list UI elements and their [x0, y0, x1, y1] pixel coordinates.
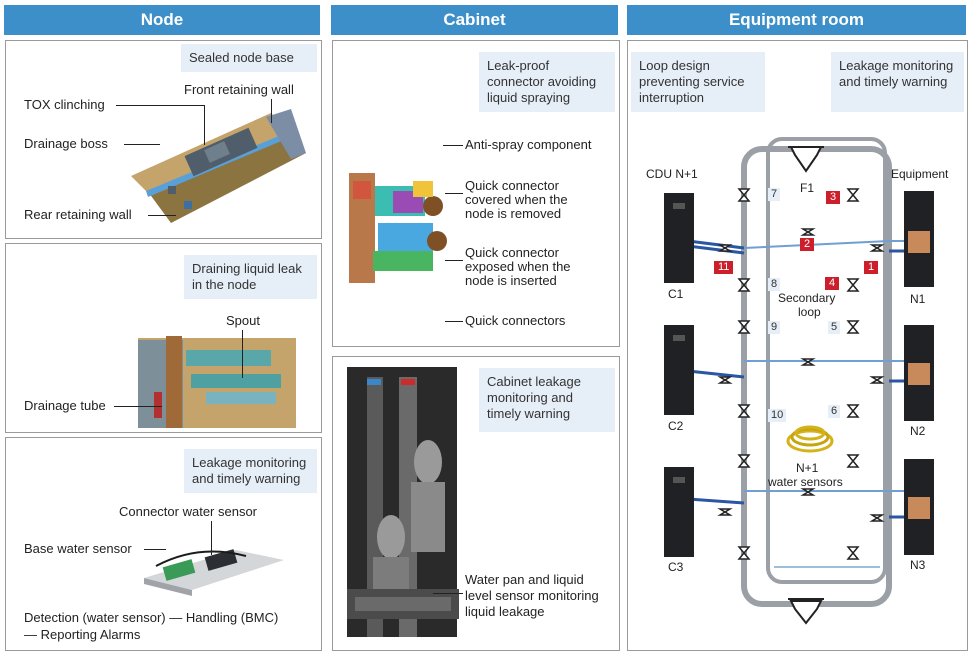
secondary-loop-label-1: Secondary — [778, 291, 836, 305]
alarm-number-2: 2 — [800, 238, 815, 251]
valve-number-7: 7 — [768, 188, 781, 201]
water-pan-label-3: liquid leakage — [465, 604, 545, 619]
node-base-illustration — [131, 109, 306, 223]
room-column-header: Equipment room — [627, 5, 966, 35]
alarm-number-1: 1 — [864, 261, 879, 274]
sealed-node-base-caption: Sealed node base — [181, 44, 317, 72]
exposed-connector-label-3: node is inserted — [465, 273, 557, 288]
flow-line-1: Detection (water sensor) — Handling (BMC… — [24, 610, 279, 625]
cooling-loop-diagram — [664, 137, 934, 625]
covered-connector-label-2: covered when the — [465, 192, 568, 207]
draining-leak-panel: Draining liquid leak in the node Spout D… — [5, 243, 322, 433]
room-monitoring-caption: Leakage monitoring and timely warning — [831, 52, 964, 112]
connector-illustration — [349, 173, 447, 283]
node-column-header: Node — [4, 5, 320, 35]
anti-spray-label: Anti-spray component — [465, 137, 592, 152]
rear-wall-label: Rear retaining wall — [24, 207, 132, 222]
alarm-number-3: 3 — [826, 191, 841, 204]
flow-line-2: — Reporting Alarms — [24, 627, 141, 642]
alarm-number-4: 4 — [825, 277, 840, 290]
cdu-c2-label: C2 — [668, 419, 684, 433]
exposed-connector-label-1: Quick connector — [465, 245, 559, 260]
covered-connector-label-1: Quick connector — [465, 178, 559, 193]
water-sensors-label-2: water sensors — [768, 475, 843, 489]
water-sensors-label-1: N+1 — [796, 461, 819, 475]
cdu-label: CDU N+1 — [646, 167, 698, 181]
connector-sensor-label: Connector water sensor — [119, 504, 258, 519]
exposed-connector-label-2: exposed when the — [465, 259, 571, 274]
quick-connectors-label: Quick connectors — [465, 313, 566, 328]
cdu-c1-label: C1 — [668, 287, 684, 301]
cabinet-monitoring-caption: Cabinet leakage monitoring and timely wa… — [479, 368, 615, 432]
sealed-node-base-panel: Sealed node base Front retaining wall TO… — [5, 40, 322, 239]
drainage-illustration — [138, 336, 296, 428]
water-pan-label-1: Water pan and liquid — [465, 572, 584, 587]
cdu-c3-label: C3 — [668, 560, 684, 574]
spout-label: Spout — [226, 313, 260, 328]
valve-number-6: 6 — [828, 405, 841, 418]
valve-number-8: 8 — [768, 278, 781, 291]
cabinet-monitoring-panel: Cabinet leakage monitoring and timely wa… — [332, 356, 620, 651]
leak-proof-caption: Leak-proof connector avoiding liquid spr… — [479, 52, 615, 112]
draining-leak-caption: Draining liquid leak in the node — [184, 255, 317, 299]
front-wall-label: Front retaining wall — [184, 82, 294, 97]
node-sensor-illustration — [144, 549, 284, 596]
loop-design-caption: Loop design preventing service interrupt… — [631, 52, 765, 112]
alarm-number-11: 11 — [714, 261, 734, 274]
node-monitoring-caption: Leakage monitoring and timely warning — [184, 449, 317, 493]
equipment-n1-label: N1 — [910, 292, 926, 306]
covered-connector-label-3: node is removed — [465, 206, 562, 221]
equipment-room-panel: Loop design preventing service interrupt… — [627, 40, 968, 651]
tox-clinching-label: TOX clinching — [24, 97, 105, 112]
water-pan-label-2: level sensor monitoring — [465, 588, 599, 603]
water-pan-photo — [347, 367, 459, 637]
valve-number-10: 10 — [768, 409, 787, 422]
secondary-loop-label-2: loop — [798, 305, 821, 319]
valve-number-9: 9 — [768, 321, 781, 334]
drainage-boss-label: Drainage boss — [24, 136, 108, 151]
drainage-tube-label: Drainage tube — [24, 398, 106, 413]
equipment-n2-label: N2 — [910, 424, 926, 438]
leak-proof-connector-panel: Leak-proof connector avoiding liquid spr… — [332, 40, 620, 347]
valve-number-5: 5 — [828, 321, 841, 334]
cabinet-column-header: Cabinet — [331, 5, 618, 35]
node-leak-monitoring-panel: Leakage monitoring and timely warning Co… — [5, 437, 322, 651]
equipment-n3-label: N3 — [910, 558, 926, 572]
equipment-label: Equipment — [891, 167, 949, 181]
filter-label: F1 — [800, 181, 815, 195]
base-sensor-label: Base water sensor — [24, 541, 132, 556]
